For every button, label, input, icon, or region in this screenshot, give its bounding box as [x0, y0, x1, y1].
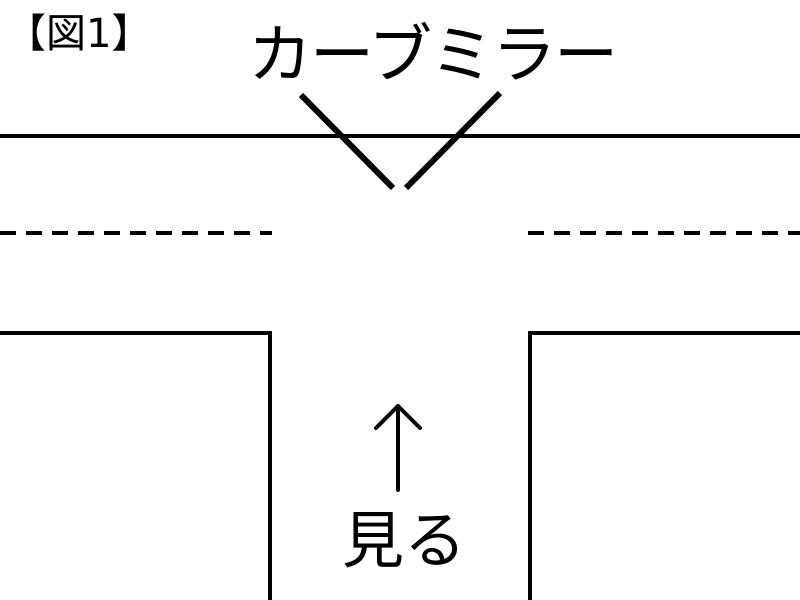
- road-bottom-edge-left-corner: [0, 331, 272, 600]
- arrow-head: [374, 404, 422, 430]
- mirror-right-arm: [403, 90, 503, 191]
- look-label: 見る: [342, 504, 467, 577]
- curve-mirror-label: カーブミラー: [248, 19, 618, 93]
- figure-label: 【図1】: [6, 11, 152, 57]
- curve-mirror-icon: [298, 90, 503, 191]
- road-bottom-edge-right-corner: [528, 331, 800, 600]
- up-arrow-icon: [374, 404, 422, 492]
- mirror-left-arm: [298, 92, 396, 191]
- road-lines: [0, 134, 800, 600]
